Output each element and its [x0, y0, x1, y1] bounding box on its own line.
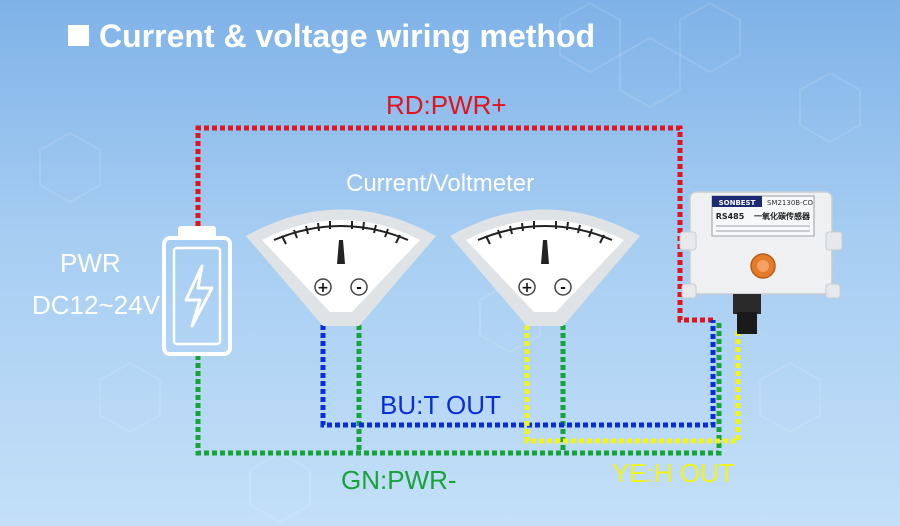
green-wire-label: GN:PWR-	[341, 465, 457, 495]
meter-left-scale	[273, 225, 409, 241]
red-wire	[195, 125, 715, 323]
sensor-cable-gland	[733, 294, 761, 314]
blue-wire-label: BU:T OUT	[380, 390, 501, 420]
page-title-text: Current & voltage wiring method	[99, 18, 596, 54]
yellow-wire-label: YE:H OUT	[612, 458, 735, 488]
battery-icon	[162, 226, 232, 356]
meter-left-minus-label: -	[356, 280, 362, 296]
hexagon-pattern	[39, 1, 861, 524]
power-label: PWR	[60, 248, 121, 278]
meter-left-minus-terminal	[350, 278, 368, 296]
page-title: Current & voltage wiring method	[68, 18, 595, 55]
sensor-name: 一氧化碳传感器	[754, 211, 811, 221]
meter-left-needle	[337, 240, 345, 264]
meter-left	[246, 209, 436, 326]
meter-left-plus-label: +	[317, 280, 329, 296]
power-range-label: DC12~24V	[32, 290, 160, 320]
meter-left-ticks	[281, 221, 401, 245]
sensor-device: SONBEST SM2130B-CO RS485 一氧化碳传感器	[679, 191, 843, 334]
blue-wire	[320, 293, 716, 428]
meter-left-plus-terminal	[314, 278, 332, 296]
meter-right-minus-terminal	[554, 278, 572, 296]
meter-right-needle	[541, 240, 549, 264]
meter-right-ticks	[485, 221, 605, 245]
bullet-square-icon	[68, 25, 89, 46]
meter-right-plus-terminal	[518, 278, 536, 296]
meter-right-scale	[477, 225, 613, 241]
sensor-model: SM2130B-CO	[767, 199, 814, 207]
sensor-protocol: RS485	[716, 212, 745, 221]
meter-terminals: + - + -	[314, 278, 572, 296]
meter-right-plus-label: +	[521, 280, 533, 296]
red-wire-label: RD:PWR+	[386, 90, 507, 120]
meter-right-minus-label: -	[560, 280, 566, 296]
meter-label: Current/Voltmeter	[346, 170, 535, 197]
sensor-brand: SONBEST	[719, 199, 756, 207]
yellow-wire	[524, 293, 741, 444]
meter-right	[450, 209, 640, 326]
green-wire	[195, 320, 722, 456]
lightning-icon	[184, 264, 214, 328]
